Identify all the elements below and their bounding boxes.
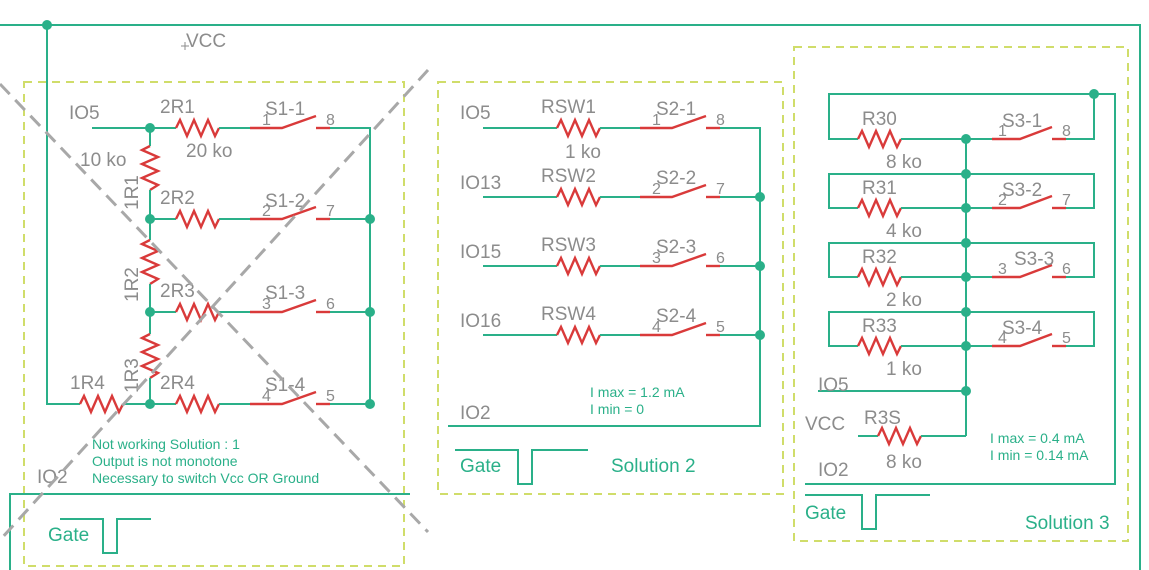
sol1-1r2-label: 1R2 (122, 267, 143, 302)
sol1-n5: 5 (326, 388, 335, 405)
sol2-n7: 7 (716, 181, 725, 198)
sol1-p1: 1 (262, 112, 271, 129)
sol3-vcc-label: VCC (805, 414, 845, 435)
sol1-2r3-label: 2R3 (160, 281, 195, 302)
sol3-n5: 5 (1062, 330, 1071, 347)
sol1-p4: 4 (262, 388, 271, 405)
sol3-p3: 3 (998, 261, 1007, 278)
sol3-r3s-value: 8 ko (886, 452, 922, 473)
solution3-frame (793, 46, 1129, 542)
sol2-io2-label: IO2 (460, 403, 491, 424)
sol2-s3-label: S2-3 (656, 237, 696, 258)
sol1-1r4-label: 1R4 (70, 373, 105, 394)
sol1-note-2: Output is not monotone (92, 453, 238, 469)
sol1-gate-label: Gate (48, 525, 89, 546)
sol1-s1-label: S1-1 (265, 99, 305, 120)
sol3-r3s-label: R3S (864, 408, 901, 429)
sol3-p1: 1 (998, 123, 1007, 140)
sol3-p2: 2 (998, 192, 1007, 209)
sol2-s4-label: S2-4 (656, 306, 697, 327)
sol3-imax: I max = 0.4 mA (990, 430, 1085, 446)
sol2-p3: 3 (652, 250, 661, 267)
sol2-n6: 6 (716, 250, 725, 267)
sol2-s1-label: S2-1 (656, 99, 696, 120)
sol3-r31-label: R31 (862, 178, 897, 199)
solution1-frame (23, 81, 405, 567)
vcc-label: VCC (186, 31, 226, 52)
sol1-2r1-label: 2R1 (160, 97, 195, 118)
sol3-8k-label: 8 ko (886, 152, 922, 173)
sol2-io5-label: IO5 (460, 103, 491, 124)
sol3-r30-label: R30 (862, 109, 897, 130)
sol1-crossout (0, 68, 430, 542)
sol1-s4-label: S1-4 (265, 375, 306, 396)
sol2-gate-label: Gate (460, 456, 501, 477)
sol1-io2-label: IO2 (37, 467, 68, 488)
sol3-s1-label: S3-1 (1002, 111, 1042, 132)
sol1-1r1-label: 1R1 (122, 175, 143, 210)
sol2-rsw1-label: RSW1 (541, 97, 596, 118)
sol3-io2-label: IO2 (818, 460, 849, 481)
sol2-rsw4-label: RSW4 (541, 304, 596, 325)
sol1-p2: 2 (262, 203, 271, 220)
sol2-1k-label: 1 ko (565, 142, 601, 163)
sol3-n6: 6 (1062, 261, 1071, 278)
sol3-title: Solution 3 (1025, 513, 1110, 534)
sol1-n8: 8 (326, 112, 335, 129)
sol3-r33-label: R33 (862, 316, 897, 337)
sol1-10k-label: 10 ko (80, 150, 126, 171)
sol2-p2: 2 (652, 181, 661, 198)
sol2-rsw3-label: RSW3 (541, 235, 596, 256)
vcc-bus (0, 20, 1141, 570)
sol2-imin: I min = 0 (590, 401, 644, 417)
solution1-circuit (9, 114, 410, 570)
sol3-io5-label: IO5 (818, 375, 849, 396)
sol1-n6: 6 (326, 296, 335, 313)
sol3-p4: 4 (998, 330, 1007, 347)
sol2-p4: 4 (652, 319, 661, 336)
sol2-io16-label: IO16 (460, 311, 501, 332)
sol3-n7: 7 (1062, 192, 1071, 209)
sol1-2r2-label: 2R2 (160, 188, 195, 209)
sol1-2r4-label: 2R4 (160, 373, 195, 394)
solution2-circuit (448, 114, 765, 485)
sol3-1k-label: 1 ko (886, 359, 922, 380)
sol1-s3-label: S1-3 (265, 283, 305, 304)
sol3-r32-label: R32 (862, 247, 897, 268)
sol2-rsw2-label: RSW2 (541, 166, 596, 187)
sol2-imax: I max = 1.2 mA (590, 384, 685, 400)
sol3-gate-label: Gate (805, 503, 846, 524)
sol2-s2-label: S2-2 (656, 168, 696, 189)
sol2-n8: 8 (716, 112, 725, 129)
sol2-io13-label: IO13 (460, 173, 501, 194)
sol3-n8: 8 (1062, 123, 1071, 140)
sol1-n7: 7 (326, 203, 335, 220)
sol1-p3: 3 (262, 296, 271, 313)
sol2-title: Solution 2 (611, 456, 696, 477)
sol3-s4-label: S3-4 (1002, 318, 1043, 339)
sol3-s2-label: S3-2 (1002, 180, 1042, 201)
solution2-frame (437, 81, 784, 495)
sol1-1r3-label: 1R3 (122, 358, 143, 393)
sol1-io5-label: IO5 (69, 103, 100, 124)
sol2-n5: 5 (716, 319, 725, 336)
sol1-note-3: Necessary to switch Vcc OR Ground (92, 470, 319, 486)
sol3-2k-label: 2 ko (886, 290, 922, 311)
sol1-s2-label: S1-2 (265, 191, 305, 212)
sol3-imin: I min = 0.14 mA (990, 447, 1089, 463)
sol2-io15-label: IO15 (460, 242, 501, 263)
sol3-s3-label: S3-3 (1014, 249, 1054, 270)
sol2-p1: 1 (652, 112, 661, 129)
solution3-circuit (805, 89, 1116, 530)
sol3-4k-label: 4 ko (886, 221, 922, 242)
sol1-20k-label: 20 ko (186, 141, 232, 162)
sol1-note-1: Not working Solution : 1 (92, 436, 240, 452)
